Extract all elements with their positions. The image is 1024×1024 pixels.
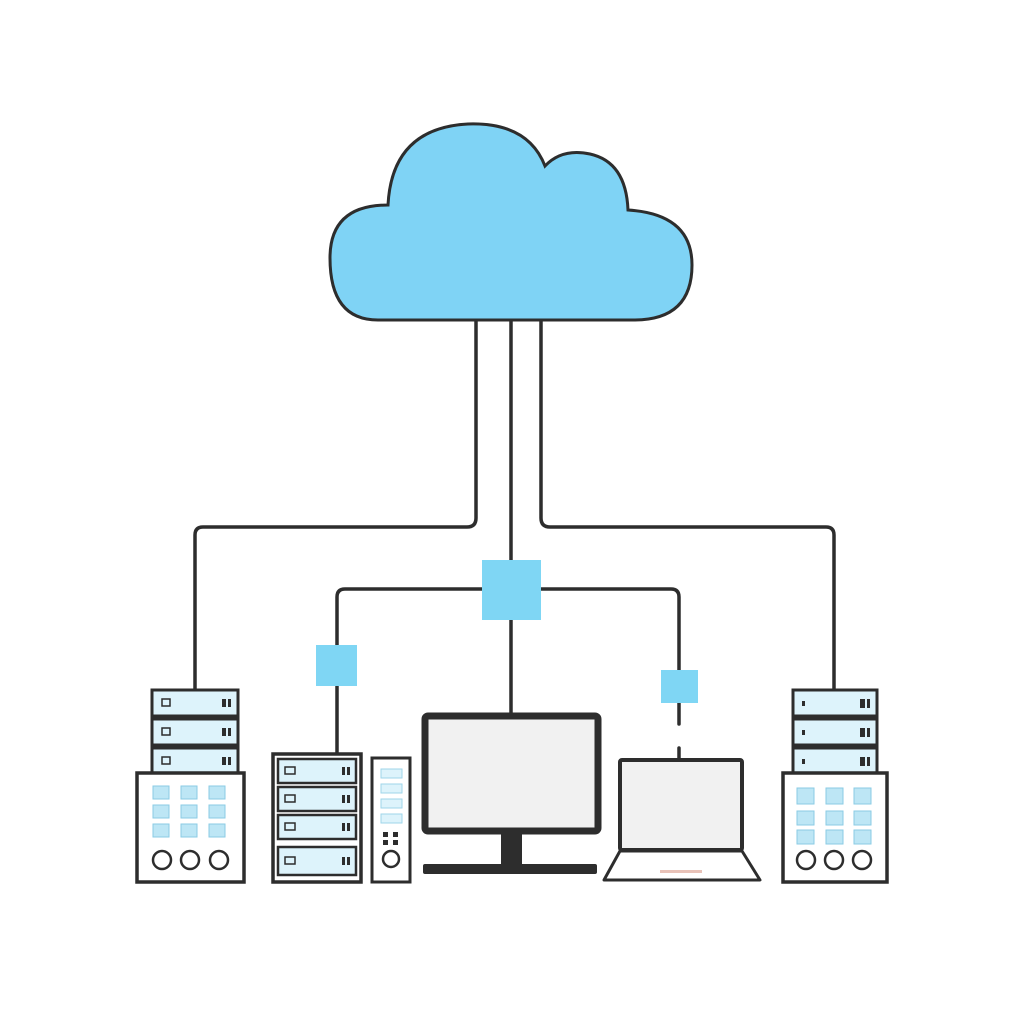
right-server-rack-icon [781,688,889,884]
monitor-icon [421,712,602,874]
right-switch-icon [661,670,698,703]
central-switch-icon [482,560,541,620]
edge-cloud-to-right-server-rack [539,316,836,692]
edge-switch-to-left-switch [335,587,484,647]
edge-switch-to-right-switch [539,587,681,672]
server-stack-icon [271,752,363,884]
laptop-icon [602,758,762,882]
tower-pc-icon [370,756,412,884]
cloud-icon [328,122,694,322]
edge-cloud-to-left-server-rack [193,316,478,692]
left-server-rack-icon [135,688,246,884]
connectors [193,316,836,762]
left-switch-icon [316,645,357,686]
